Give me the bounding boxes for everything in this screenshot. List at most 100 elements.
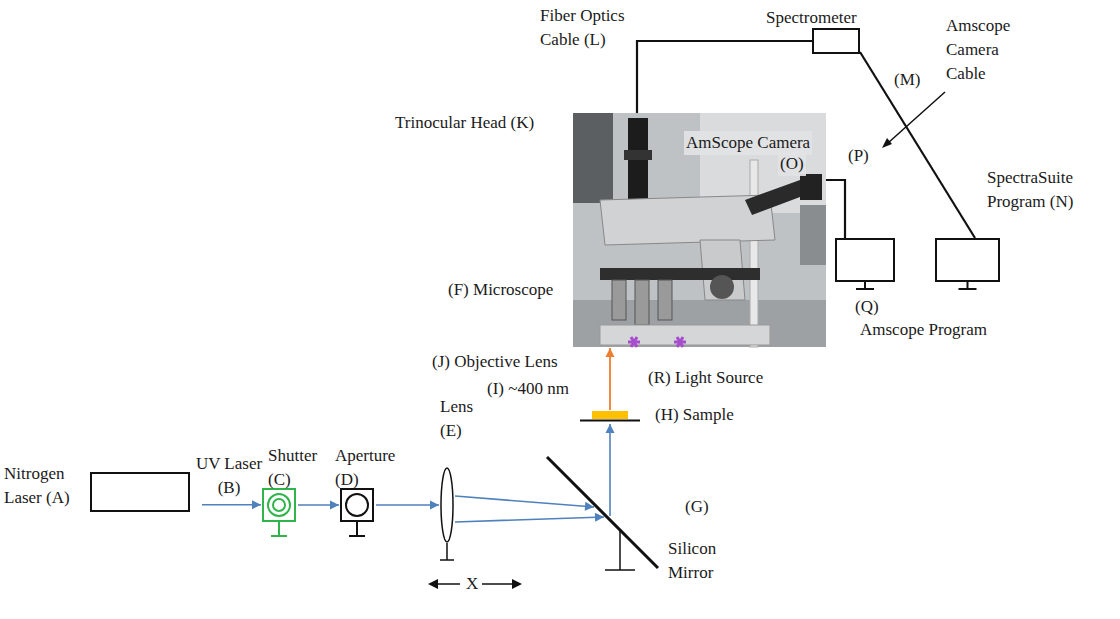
- arrow-head: [330, 501, 339, 510]
- part-label: Amscope Camera Cable: [946, 14, 1026, 85]
- lens-outline: [441, 468, 453, 542]
- objective: [612, 280, 626, 320]
- post-foot: [440, 559, 454, 561]
- light-source-mark: [628, 337, 640, 347]
- opening-ring: [268, 494, 290, 516]
- screen-outline: [936, 239, 999, 281]
- microscope-base: [600, 325, 770, 345]
- monitor-stand: [967, 282, 969, 289]
- camera-body: [800, 174, 822, 200]
- arrow-head: [606, 424, 615, 433]
- opening-ring: [273, 499, 285, 511]
- tube-collar: [624, 150, 652, 160]
- laser-box: Nitrogen Laser (A): [90, 472, 190, 512]
- sample-slide: (H) Sample: [580, 411, 640, 423]
- post-foot: [349, 535, 365, 537]
- trinocular-tube: [628, 118, 648, 203]
- monitor-screen: [935, 238, 1000, 282]
- arrow-head: [606, 348, 615, 357]
- part-label: Trinocular Head (K): [395, 111, 534, 135]
- light-source-mark: [674, 337, 686, 347]
- shutter-symbol: Shutter (C): [262, 488, 296, 522]
- connector-label: Fiber Optics Cable (L): [540, 4, 630, 52]
- connector-line: [376, 504, 439, 506]
- light-beam: [376, 501, 439, 510]
- travel-line: [482, 583, 516, 585]
- objective: [658, 280, 672, 320]
- connector-line: [609, 424, 611, 516]
- light-beam: [606, 424, 615, 516]
- leader-line: [888, 92, 945, 143]
- star-stroke: [631, 337, 637, 347]
- aperture-symbol: Aperture (D): [340, 488, 374, 522]
- connector-label: (I) ~400 nm: [487, 377, 569, 401]
- component-label: (Q): [855, 295, 879, 319]
- component-label: Silicon Mirror: [668, 537, 748, 585]
- monitor-screen: (Q)Amscope Program: [835, 238, 895, 282]
- lab-window: [800, 205, 826, 265]
- holder-frame: [341, 489, 373, 521]
- opening-ring: [346, 494, 368, 516]
- monitor-screen: SpectraSuite Program (N): [935, 238, 1000, 282]
- light-beam: [606, 348, 615, 410]
- component-label: Nitrogen Laser (A): [4, 462, 82, 510]
- component-label: Shutter (C): [268, 444, 328, 492]
- component-label: Lens (E): [440, 395, 480, 443]
- component-label: Aperture (D): [335, 444, 403, 492]
- callout-letter: (O): [778, 152, 806, 176]
- connector-line: [609, 348, 611, 410]
- part-label: (J) Objective Lens: [432, 350, 558, 374]
- star-stroke: [677, 337, 683, 347]
- component-label: Amscope Program: [860, 318, 987, 342]
- component-label: (G): [685, 495, 709, 519]
- aperture-symbol: [340, 488, 374, 522]
- arrow-head: [430, 501, 439, 510]
- lab-cabinet: [573, 113, 613, 203]
- connector-line: [826, 180, 845, 238]
- lens-symbol: Lens (E): [440, 467, 454, 543]
- connector-line: [637, 41, 812, 113]
- connector-line: [455, 496, 604, 522]
- component-label: (F) Microscope: [448, 278, 553, 302]
- connector-label: UV Laser (B): [194, 452, 264, 500]
- lens-symbol: [440, 467, 454, 543]
- screen-outline: [836, 239, 894, 281]
- star-stroke: [677, 337, 683, 347]
- mirror-symbol: (G)Silicon Mirror: [545, 455, 660, 570]
- objective: [635, 280, 649, 325]
- lab-pole: [750, 160, 758, 347]
- dimension-label: X: [466, 572, 478, 596]
- holder-frame: [263, 489, 295, 521]
- photo-ground: [573, 113, 826, 347]
- component-label: Spectrometer: [766, 6, 857, 30]
- arrow-head: [882, 138, 892, 148]
- component-label: (H) Sample: [655, 403, 734, 427]
- monitor-foot: [959, 288, 977, 290]
- arrow-head: [252, 500, 261, 509]
- monitor-foot: [856, 288, 874, 290]
- focus-knob: [710, 275, 734, 299]
- part-label: (R) Light Source: [648, 366, 763, 390]
- microscope-stage: [600, 268, 760, 280]
- eyepieces: [745, 180, 808, 215]
- callout-letter: (P): [848, 144, 869, 168]
- mirror-symbol: [545, 455, 660, 570]
- slide-line: [580, 420, 640, 422]
- post-foot: [605, 569, 635, 571]
- mirror-surface: [547, 457, 658, 568]
- light-beam: [455, 496, 604, 522]
- sample-film: [592, 411, 628, 419]
- microscope-photo: [573, 113, 826, 347]
- star-stroke: [631, 337, 637, 347]
- monitor-stand: [864, 282, 866, 289]
- cable: [637, 41, 812, 113]
- post-foot: [271, 535, 287, 537]
- arrow-head: [512, 579, 522, 589]
- post: [356, 522, 358, 536]
- shutter-symbol: [262, 488, 296, 522]
- post: [446, 543, 448, 560]
- component-label: (M): [894, 68, 920, 92]
